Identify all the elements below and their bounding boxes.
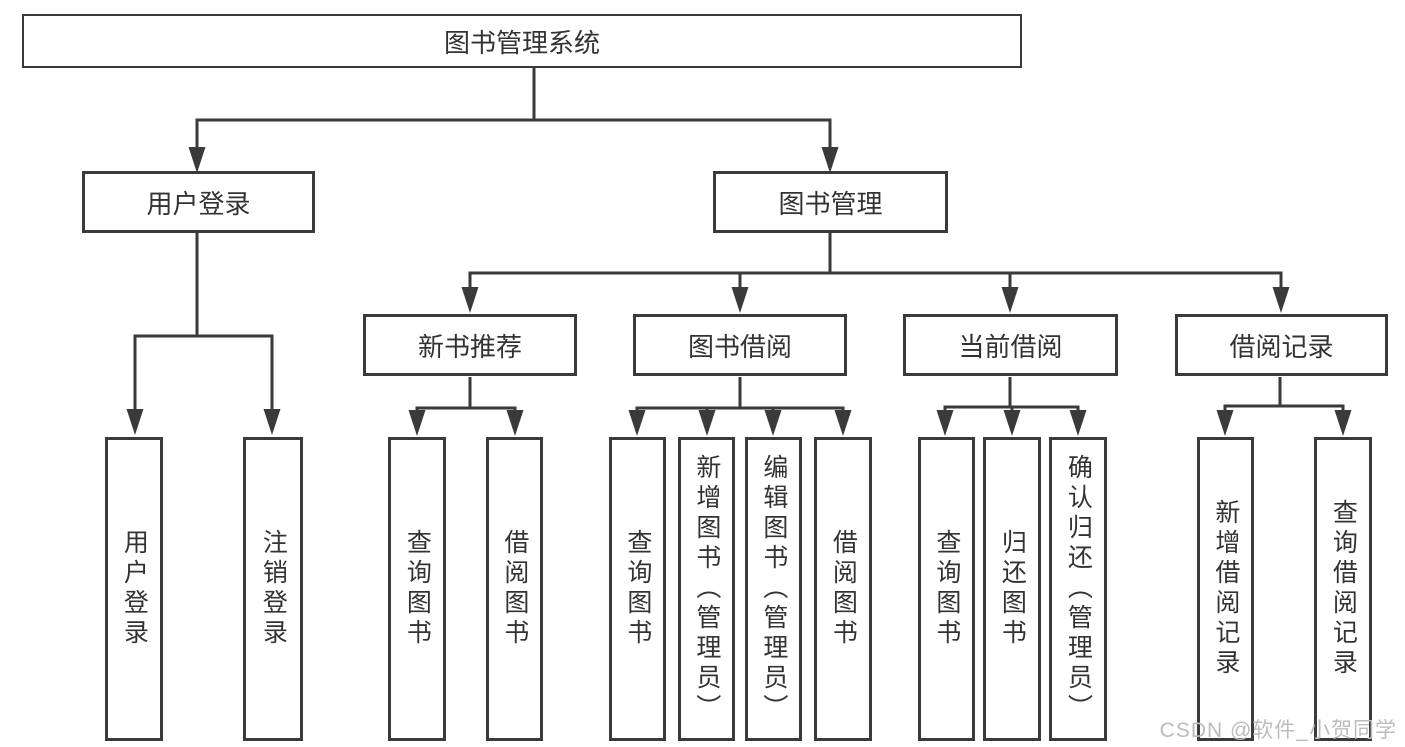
leaf-logout-label: 注销登录 (259, 529, 288, 649)
leaf-query-book-2: 查询图书 (609, 437, 666, 741)
node-root: 图书管理系统 (22, 14, 1022, 68)
node-book-borrow-label: 图书借阅 (687, 331, 792, 362)
leaf-add-book-label: 新增图书（管理员） (692, 454, 721, 724)
leaf-confirm-return: 确认归还（管理员） (1049, 437, 1107, 741)
leaf-add-record: 新增借阅记录 (1197, 437, 1254, 741)
node-book-management: 图书管理 (713, 171, 948, 233)
leaf-query-record-label: 查询借阅记录 (1329, 499, 1358, 679)
node-new-book-recommend: 新书推荐 (363, 314, 577, 376)
leaf-user-login-label: 用户登录 (120, 529, 149, 649)
leaf-query-book-2-label: 查询图书 (623, 529, 652, 649)
node-current-borrow-label: 当前借阅 (958, 331, 1063, 362)
leaf-edit-book: 编辑图书（管理员） (745, 437, 802, 741)
leaf-add-record-label: 新增借阅记录 (1211, 499, 1240, 679)
leaf-confirm-return-label: 确认归还（管理员） (1064, 454, 1093, 724)
leaf-borrow-book-1: 借阅图书 (486, 437, 543, 741)
leaf-query-record: 查询借阅记录 (1314, 437, 1372, 741)
leaf-return-book-label: 归还图书 (998, 529, 1027, 649)
node-user-login-label: 用户登录 (146, 188, 251, 219)
leaf-borrow-book-2: 借阅图书 (814, 437, 872, 741)
leaf-query-book-3-label: 查询图书 (932, 529, 961, 649)
node-new-book-recommend-label: 新书推荐 (417, 331, 522, 362)
node-user-login: 用户登录 (82, 171, 315, 233)
node-borrow-record-label: 借阅记录 (1229, 331, 1334, 362)
leaf-logout: 注销登录 (243, 437, 303, 741)
leaf-borrow-book-1-label: 借阅图书 (500, 529, 529, 649)
leaf-query-book-3: 查询图书 (918, 437, 975, 741)
leaf-borrow-book-2-label: 借阅图书 (829, 529, 858, 649)
leaf-user-login: 用户登录 (105, 437, 163, 741)
leaf-return-book: 归还图书 (983, 437, 1041, 741)
leaf-query-book-1: 查询图书 (388, 437, 446, 741)
leaf-edit-book-label: 编辑图书（管理员） (759, 454, 788, 724)
node-book-borrow: 图书借阅 (633, 314, 847, 376)
leaf-add-book: 新增图书（管理员） (678, 437, 735, 741)
leaf-query-book-1-label: 查询图书 (403, 529, 432, 649)
csdn-watermark: CSDN @软件_小贺同学 (1159, 719, 1397, 742)
node-book-management-label: 图书管理 (778, 188, 883, 219)
node-borrow-record: 借阅记录 (1175, 314, 1388, 376)
node-root-label: 图书管理系统 (443, 27, 600, 58)
node-current-borrow: 当前借阅 (903, 314, 1118, 376)
